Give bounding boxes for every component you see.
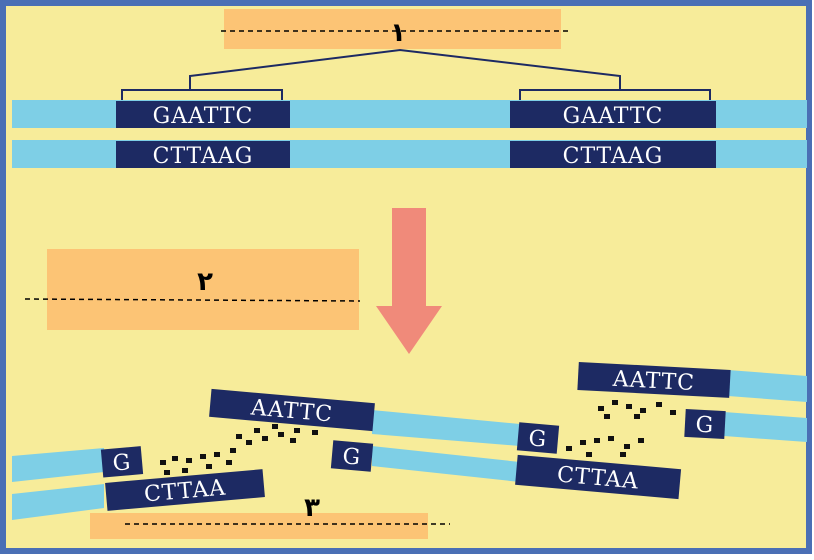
middle-g-base: G [342, 444, 363, 471]
far-right-aattc-sequence: AATTC [611, 367, 695, 396]
middle-g-group: G [331, 440, 373, 471]
far-right-g-group: G [684, 409, 725, 439]
left-site-bottom-sequence: CTTAAG [153, 144, 254, 169]
label-box-3 [90, 513, 428, 539]
label-2-number: ٢ [197, 267, 213, 297]
right-site-bottom-sequence: CTTAAG [563, 144, 664, 169]
label-1-number: ١ [390, 18, 406, 48]
right-g-base: G [528, 426, 549, 453]
left-g-base: G [112, 450, 133, 477]
far-right-g-base: G [695, 413, 715, 439]
right-site-top-sequence: GAATTC [563, 104, 664, 129]
left-g-group: G [101, 446, 143, 477]
left-site-top-sequence: GAATTC [153, 104, 254, 129]
label-3-number: ٣ [304, 493, 320, 523]
right-g-group: G [517, 422, 559, 453]
